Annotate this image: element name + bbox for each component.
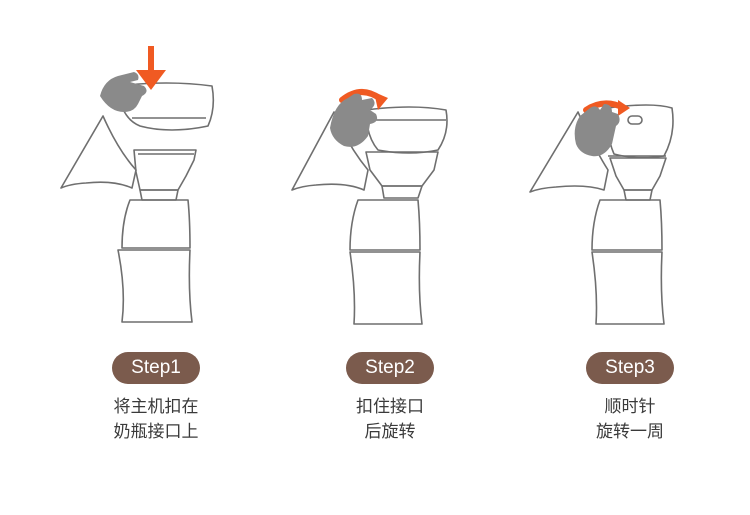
bottle-top [349, 199, 421, 251]
motor-unit [365, 106, 448, 154]
step-1-panel: Step1 将主机扣在 奶瓶接口上 [0, 0, 250, 515]
step-3-panel: Step3 顺时针 旋转一周 [500, 0, 750, 515]
connector [133, 149, 197, 191]
step-2-line-2: 后旋转 [364, 422, 416, 442]
step-1-illustration [60, 46, 215, 323]
motor-unit [117, 82, 215, 131]
bottle-top [591, 199, 663, 251]
breast-shield [60, 115, 137, 189]
step-3-line-1: 顺时针 [604, 397, 656, 417]
hand-icon [100, 72, 147, 112]
step-3-description: 顺时针 旋转一周 [550, 395, 710, 445]
connector [609, 157, 667, 191]
down-arrow-icon [136, 46, 166, 90]
step-1-line-1: 将主机扣在 [113, 397, 199, 417]
bottle-body [349, 251, 423, 325]
hand-icon [574, 104, 620, 157]
step-2-badge: Step2 [346, 352, 434, 384]
bottle-body [591, 251, 665, 325]
step-1-line-2: 奶瓶接口上 [113, 422, 199, 442]
connector [365, 151, 439, 187]
step-1-description: 将主机扣在 奶瓶接口上 [76, 395, 236, 445]
bottle-body [117, 249, 193, 323]
step-2-description: 扣住接口 后旋转 [310, 395, 470, 445]
motor-unit [606, 104, 674, 159]
step-2-panel: Step2 扣住接口 后旋转 [250, 0, 500, 515]
step-2-line-1: 扣住接口 [356, 397, 424, 417]
step-3-illustration [529, 100, 674, 325]
step-3-badge: Step3 [586, 352, 674, 384]
step-3-line-2: 旋转一周 [596, 422, 664, 442]
bottle-top [121, 199, 191, 249]
hand-icon [330, 93, 378, 147]
step-2-illustration [291, 89, 448, 325]
step-1-badge: Step1 [112, 352, 200, 384]
